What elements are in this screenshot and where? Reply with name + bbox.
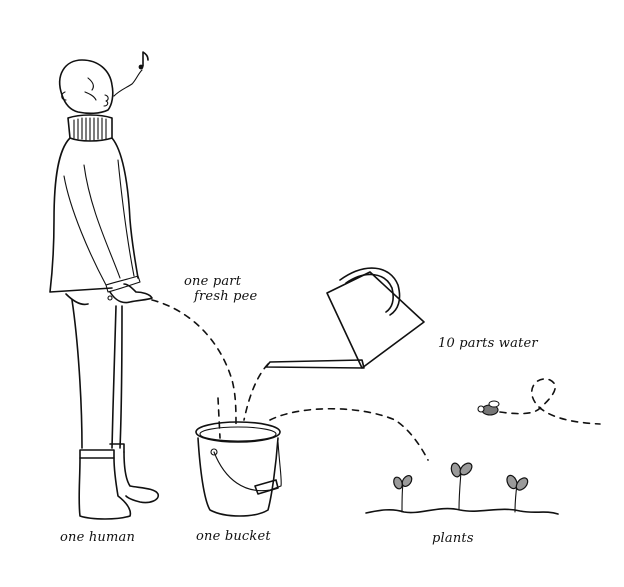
label-plants: plants (432, 531, 474, 546)
water-stream (243, 363, 269, 421)
plants (365, 462, 559, 515)
label-pee: one part fresh pee (184, 274, 257, 304)
bucket (195, 421, 282, 517)
label-water: 10 parts water (438, 336, 538, 351)
label-human: one human (60, 530, 136, 545)
label-bucket: one bucket (196, 529, 271, 544)
watering-can (265, 267, 425, 369)
head (58, 59, 114, 115)
bee-flight-path (499, 378, 601, 425)
whistle-note (113, 51, 149, 97)
bee (477, 400, 500, 416)
label-pee-line2: fresh pee (194, 289, 258, 304)
label-pee-line1: one part (184, 274, 242, 289)
bucket-to-plants-stream (269, 407, 429, 461)
pee-stream (151, 299, 237, 429)
human-figure (49, 59, 160, 520)
